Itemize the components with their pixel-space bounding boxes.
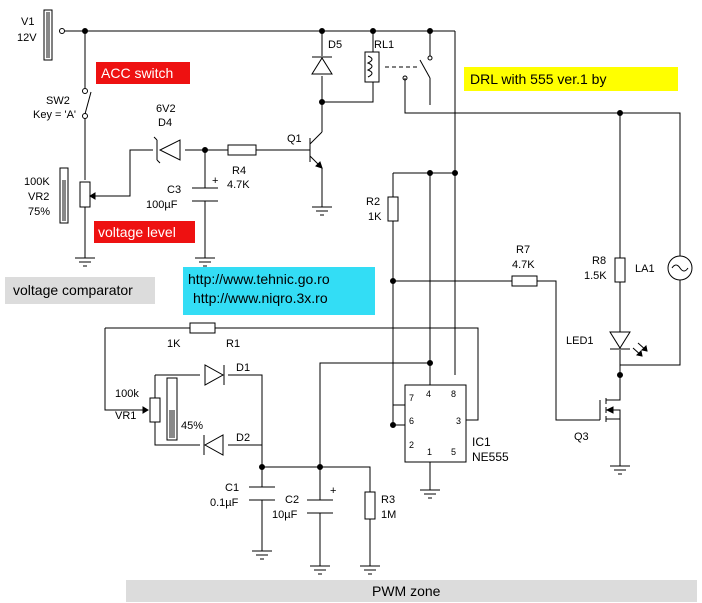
d2-diode: D2 — [203, 432, 250, 456]
rl1-relay: RL1 — [364, 39, 433, 105]
led1-diode: LED1 — [566, 331, 648, 357]
q3-mosfet: Q3 — [574, 398, 621, 443]
vr2-potentiometer: 100K VR2 75% — [24, 167, 96, 224]
r2-resistor: R2 1K — [366, 196, 399, 223]
d5-diode: D5 — [311, 39, 342, 75]
ic1-pin-7: 7 — [409, 393, 414, 403]
r8-name: R8 — [592, 255, 606, 267]
r1-name: R1 — [226, 338, 240, 350]
r7-name: R7 — [516, 244, 530, 256]
ic1-pin-8: 8 — [451, 389, 456, 399]
d2-name: D2 — [236, 432, 250, 444]
url-line-2: http://www.niqro.3x.ro — [193, 290, 328, 306]
r4-name: R4 — [232, 165, 246, 177]
d4-value: 6V2 — [156, 103, 176, 115]
acc-switch-note: ACC switch — [96, 62, 190, 84]
vr1-name: VR1 — [115, 410, 136, 422]
d4-name: D4 — [158, 117, 172, 129]
c1-name: C1 — [225, 482, 239, 494]
r1-resistor: 1K R1 — [167, 322, 240, 350]
ic1-pin-3: 3 — [456, 416, 461, 426]
r2-value: 1K — [368, 211, 382, 223]
sw2-value: Key = 'A' — [33, 109, 76, 121]
ground-r3 — [360, 565, 380, 575]
v1-battery: V1 12V — [17, 9, 65, 61]
vr1-setting: 45% — [181, 420, 203, 432]
ic1-part: NE555 — [472, 450, 509, 464]
ground-c2 — [310, 565, 330, 575]
rl1-name: RL1 — [374, 39, 394, 51]
c3-value: 100µF — [146, 199, 178, 211]
vr2-value: 100K — [24, 176, 50, 188]
r8-resistor: R8 1.5K — [584, 255, 626, 283]
r2-name: R2 — [366, 196, 380, 208]
r7-resistor: R7 4.7K — [511, 244, 538, 287]
ground-symbols — [75, 206, 630, 575]
sw2-name: SW2 — [46, 95, 70, 107]
c1-capacitor: C1 0.1µF — [210, 482, 275, 509]
d5-name: D5 — [328, 39, 342, 51]
v1-value: 12V — [17, 32, 37, 44]
r3-name: R3 — [381, 494, 395, 506]
voltage-comparator-label: voltage comparator — [13, 282, 133, 298]
c3-plus: + — [212, 175, 218, 187]
d1-name: D1 — [236, 362, 250, 374]
junction-dots — [82, 28, 623, 470]
v1-name: V1 — [21, 16, 34, 28]
r1-value: 1K — [167, 338, 181, 350]
title-label: DRL with 555 ver.1 by — [470, 71, 606, 87]
ground-vr2 — [75, 257, 95, 267]
c3-capacitor: + C3 100µF — [146, 175, 218, 211]
r3-value: 1M — [381, 509, 396, 521]
la1-lamp: LA1 — [635, 255, 693, 281]
ic1-pin-1: 1 — [427, 447, 432, 457]
ground-q3 — [610, 465, 630, 475]
r3-resistor: R3 1M — [364, 491, 396, 521]
vr1-potentiometer: 100k VR1 45% — [115, 377, 203, 441]
url-box: http://www.tehnic.go.ro http://www.niqro… — [183, 267, 375, 315]
r4-value: 4.7K — [227, 179, 250, 191]
wires — [65, 30, 681, 566]
voltage-comparator-note: voltage comparator — [5, 277, 155, 304]
c3-name: C3 — [167, 184, 181, 196]
q1-name: Q1 — [287, 133, 302, 145]
ground-c3 — [195, 257, 215, 267]
c2-value: 10µF — [272, 509, 298, 521]
ground-ic1 — [420, 489, 440, 499]
ground-c1 — [252, 550, 272, 560]
vr2-name: VR2 — [28, 191, 49, 203]
ic1-pin-6: 6 — [409, 416, 414, 426]
vr1-value: 100k — [115, 388, 139, 400]
url-line-1: http://www.tehnic.go.ro — [188, 271, 330, 287]
ic1-pin-5: 5 — [451, 447, 456, 457]
la1-name: LA1 — [635, 263, 655, 275]
ic1-ne555: 7 4 8 6 3 2 1 5 IC1 NE555 — [404, 384, 509, 464]
q3-name: Q3 — [574, 431, 589, 443]
q1-transistor: Q1 — [287, 118, 323, 180]
r4-resistor: R4 4.7K — [227, 144, 257, 191]
pwm-zone-note: PWM zone — [126, 580, 697, 602]
r8-value: 1.5K — [584, 270, 607, 282]
voltage-level-label: voltage level — [98, 224, 176, 240]
ground-q1 — [312, 206, 332, 216]
ic1-pin-4: 4 — [426, 389, 431, 399]
r7-value: 4.7K — [512, 259, 535, 271]
sw2-switch: SW2 Key = 'A' — [33, 88, 92, 121]
led1-name: LED1 — [566, 335, 594, 347]
voltage-level-note: voltage level — [94, 221, 195, 243]
c1-value: 0.1µF — [210, 497, 239, 509]
c2-name: C2 — [285, 494, 299, 506]
title-box: DRL with 555 ver.1 by — [464, 67, 678, 91]
acc-switch-label: ACC switch — [101, 65, 173, 81]
d1-diode: D1 — [204, 362, 250, 386]
vr2-setting: 75% — [28, 206, 50, 218]
ic1-pin-2: 2 — [409, 440, 414, 450]
ic1-name: IC1 — [472, 435, 491, 449]
d4-zener-diode: 6V2 D4 — [153, 103, 181, 164]
c2-plus: + — [330, 485, 336, 497]
pwm-zone-label: PWM zone — [372, 583, 441, 599]
c2-capacitor: + C2 10µF — [272, 485, 336, 521]
